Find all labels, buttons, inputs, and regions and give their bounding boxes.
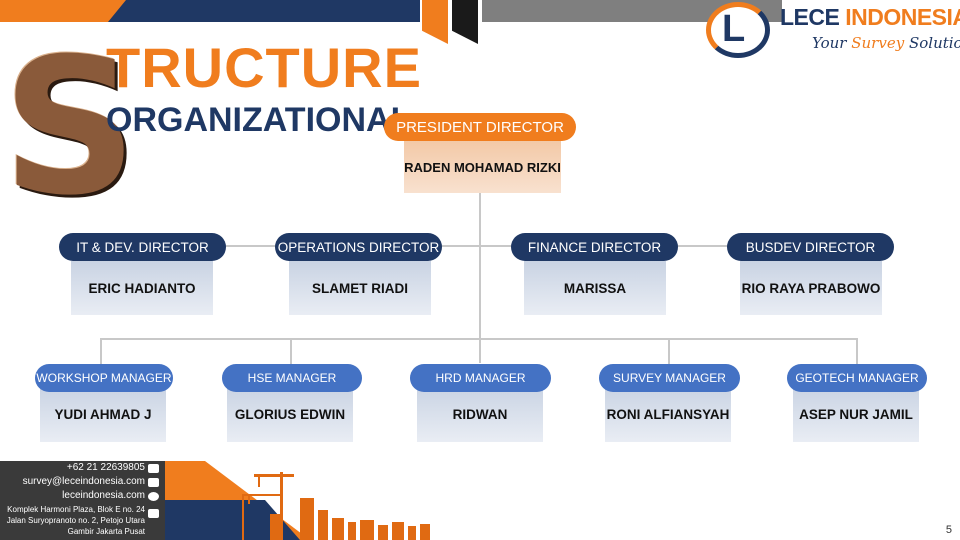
manager-name: RIDWAN xyxy=(417,386,543,442)
phone-icon xyxy=(148,464,159,473)
footer-address-1: Komplek Harmoni Plaza, Blok E no. 24 xyxy=(7,505,145,514)
manager-name: RONI ALFIANSYAH xyxy=(605,386,731,442)
manager-role: GEOTECH MANAGER xyxy=(787,364,927,392)
footer-phone: +62 21 22639805 xyxy=(66,462,145,473)
manager-role: HSE MANAGER xyxy=(222,364,362,392)
footer-website[interactable]: leceindonesia.com xyxy=(62,490,145,501)
brand-name: LECE INDONESIA xyxy=(780,4,960,30)
logo-mark: L xyxy=(722,8,746,50)
footer-email[interactable]: survey@leceindonesia.com xyxy=(22,476,145,487)
top-black-tab xyxy=(452,0,478,44)
director-role: OPERATIONS DIRECTOR xyxy=(275,233,442,261)
president-role: PRESIDENT DIRECTOR xyxy=(384,113,576,141)
email-icon xyxy=(148,478,159,487)
title-line-1: TRUCTURE xyxy=(106,36,422,99)
director-name: MARISSA xyxy=(524,261,666,315)
globe-icon xyxy=(148,492,159,501)
connector-trunk xyxy=(479,193,481,363)
skyline-illustration xyxy=(242,472,430,540)
logo-circle-icon xyxy=(706,2,770,58)
page-number: 5 xyxy=(945,524,952,536)
footer-address-2: Jalan Suryopranoto no. 2, Petojo Utara xyxy=(6,516,145,525)
connector-managers xyxy=(100,338,858,340)
title-big-letter: S xyxy=(2,18,138,237)
manager-role: WORKSHOP MANAGER xyxy=(35,364,173,392)
connector-drop xyxy=(290,338,292,364)
top-orange-tab xyxy=(422,0,448,44)
building-icon xyxy=(148,509,159,518)
director-name: SLAMET RIADI xyxy=(289,261,431,315)
title-line-2: ORGANIZATIONAL xyxy=(106,101,412,139)
brand-tagline: Your Survey Solution xyxy=(812,34,960,52)
director-role: IT & DEV. DIRECTOR xyxy=(59,233,226,261)
director-name: ERIC HADIANTO xyxy=(71,261,213,315)
director-role: FINANCE DIRECTOR xyxy=(511,233,678,261)
manager-role: SURVEY MANAGER xyxy=(599,364,740,392)
president-name: RADEN MOHAMAD RIZKI xyxy=(404,141,561,193)
director-role: BUSDEV DIRECTOR xyxy=(727,233,894,261)
top-orange-bar xyxy=(0,0,130,22)
director-name: RIO RAYA PRABOWO xyxy=(740,261,882,315)
manager-role: HRD MANAGER xyxy=(410,364,551,392)
top-gray-bar xyxy=(482,0,782,22)
connector-drop xyxy=(856,338,858,364)
manager-name: ASEP NUR JAMIL xyxy=(793,386,919,442)
manager-name: YUDI AHMAD J xyxy=(40,386,166,442)
manager-name: GLORIUS EDWIN xyxy=(227,386,353,442)
top-navy-bar xyxy=(108,0,420,22)
connector-drop xyxy=(668,338,670,364)
footer-contact-panel: +62 21 22639805 survey@leceindonesia.com… xyxy=(0,461,165,540)
connector-drop xyxy=(100,338,102,364)
footer-address-3: Gambir Jakarta Pusat xyxy=(67,527,145,536)
connector-directors xyxy=(140,245,820,247)
